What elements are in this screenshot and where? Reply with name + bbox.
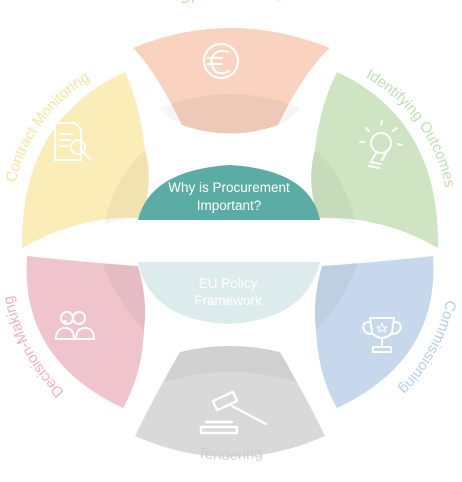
segment-decision-making-shade	[102, 262, 146, 330]
segment-commissioning-shape	[314, 256, 434, 408]
document-search-icon	[54, 122, 92, 161]
segment-contract-monitoring[interactable]: Contract Monitoring	[3, 69, 149, 248]
center-question-line1: Why is Procurement	[168, 180, 290, 195]
segment-identifying-outcomes-shade	[311, 150, 356, 225]
segment-tendering-label: Tendering	[197, 444, 264, 464]
segment-contract-monitoring-shape	[21, 72, 149, 248]
eu-policy-framework-block[interactable]: EU Policy Framework	[138, 262, 320, 324]
center-question-line2: Important?	[197, 198, 262, 213]
euro-coin-icon	[202, 42, 240, 80]
segment-contract-monitoring-shade	[104, 150, 149, 225]
center-question-shape	[138, 165, 320, 220]
segment-tendering[interactable]: Tendering	[135, 346, 325, 464]
eu-policy-framework-line1: EU Policy	[199, 276, 258, 291]
segment-spend-analysis-shade	[160, 94, 300, 134]
segment-tendering-shade	[164, 346, 296, 382]
segment-commissioning[interactable]: Commissioning	[314, 256, 459, 408]
segment-identifying-outcomes-shape	[311, 72, 439, 248]
segment-spend-analysis[interactable]: Spend Analysis	[133, 0, 330, 134]
segment-tendering-shape	[135, 346, 325, 457]
eu-policy-framework-shape	[138, 262, 320, 324]
segment-spend-analysis-label: Spend Analysis	[176, 0, 285, 8]
segment-identifying-outcomes[interactable]: Identifying Outcomes	[311, 66, 458, 248]
gavel-icon	[199, 390, 268, 435]
trophy-icon	[362, 317, 402, 353]
center-question-block[interactable]: Why is Procurement Important?	[138, 165, 320, 220]
people-icon	[54, 311, 96, 340]
segment-decision-making[interactable]: Decision-Making	[0, 256, 146, 408]
lightbulb-icon	[359, 120, 403, 169]
segment-decision-making-shape	[26, 256, 146, 408]
segment-spend-analysis-shape	[133, 28, 330, 134]
segment-commissioning-shade	[314, 262, 358, 330]
eu-policy-framework-line2: Framework	[194, 293, 262, 308]
